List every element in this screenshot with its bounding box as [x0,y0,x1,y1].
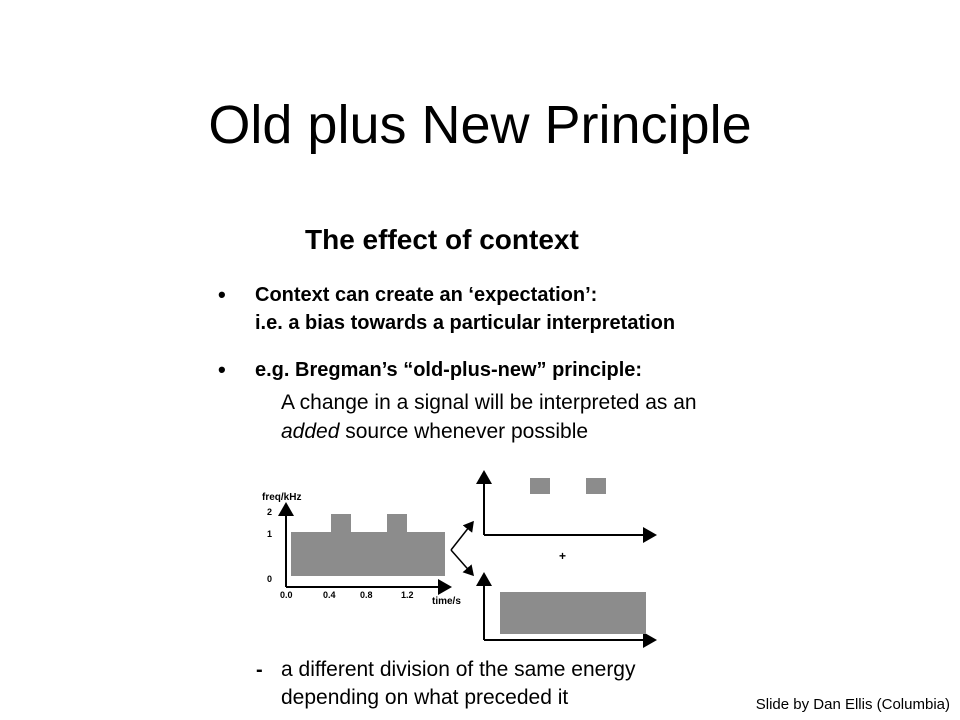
dash-glyph: - [256,659,263,681]
slide-credit: Slide by Dan Ellis (Columbia) [755,696,950,713]
bullet-glyph: • [218,282,226,307]
continuous-band [500,592,646,634]
bullet1-line2: i.e. a bias towards a particular interpr… [255,312,676,334]
x-tick-1: 0.4 [323,590,336,600]
plus-sign: + [559,549,566,563]
old-plus-new-figure: freq/kHz 2 1 0 0.0 0.4 0.8 1.2 time/s + [262,470,657,648]
branch-arrow-down [450,549,474,577]
y-tick-0: 0 [267,574,272,584]
y-tick-1: 1 [267,529,272,539]
burst-2 [387,514,407,532]
sub-line1: A change in a signal will be interpreted… [281,391,697,414]
x-tick-3: 1.2 [401,590,414,600]
x-tick-2: 0.8 [360,590,373,600]
branch-arrow-up [450,520,474,551]
sub-line2: added source whenever possible [281,418,588,446]
bullet1-line1: Context can create an ‘expectation’: [255,284,598,306]
dash-line1: a different division of the same energy [281,658,636,681]
dash-line2: depending on what preceded it [281,686,569,709]
burst-1 [331,514,351,532]
slide-title: Old plus New Principle [208,95,752,155]
y-tick-2: 2 [267,507,272,517]
x-axis-label: time/s [432,596,461,607]
base-noise-band [291,532,445,576]
sub-line2-emphasis: added [281,420,340,443]
x-tick-0: 0.0 [280,590,293,600]
inset-heading: The effect of context [305,224,579,255]
bullet-glyph: • [218,357,226,382]
added-burst-1 [530,478,550,494]
y-axis-label: freq/kHz [262,492,301,503]
added-burst-2 [586,478,606,494]
bullet2-line1: e.g. Bregman’s “old-plus-new” principle: [255,359,643,381]
sub-line2-rest: source whenever possible [339,420,589,443]
